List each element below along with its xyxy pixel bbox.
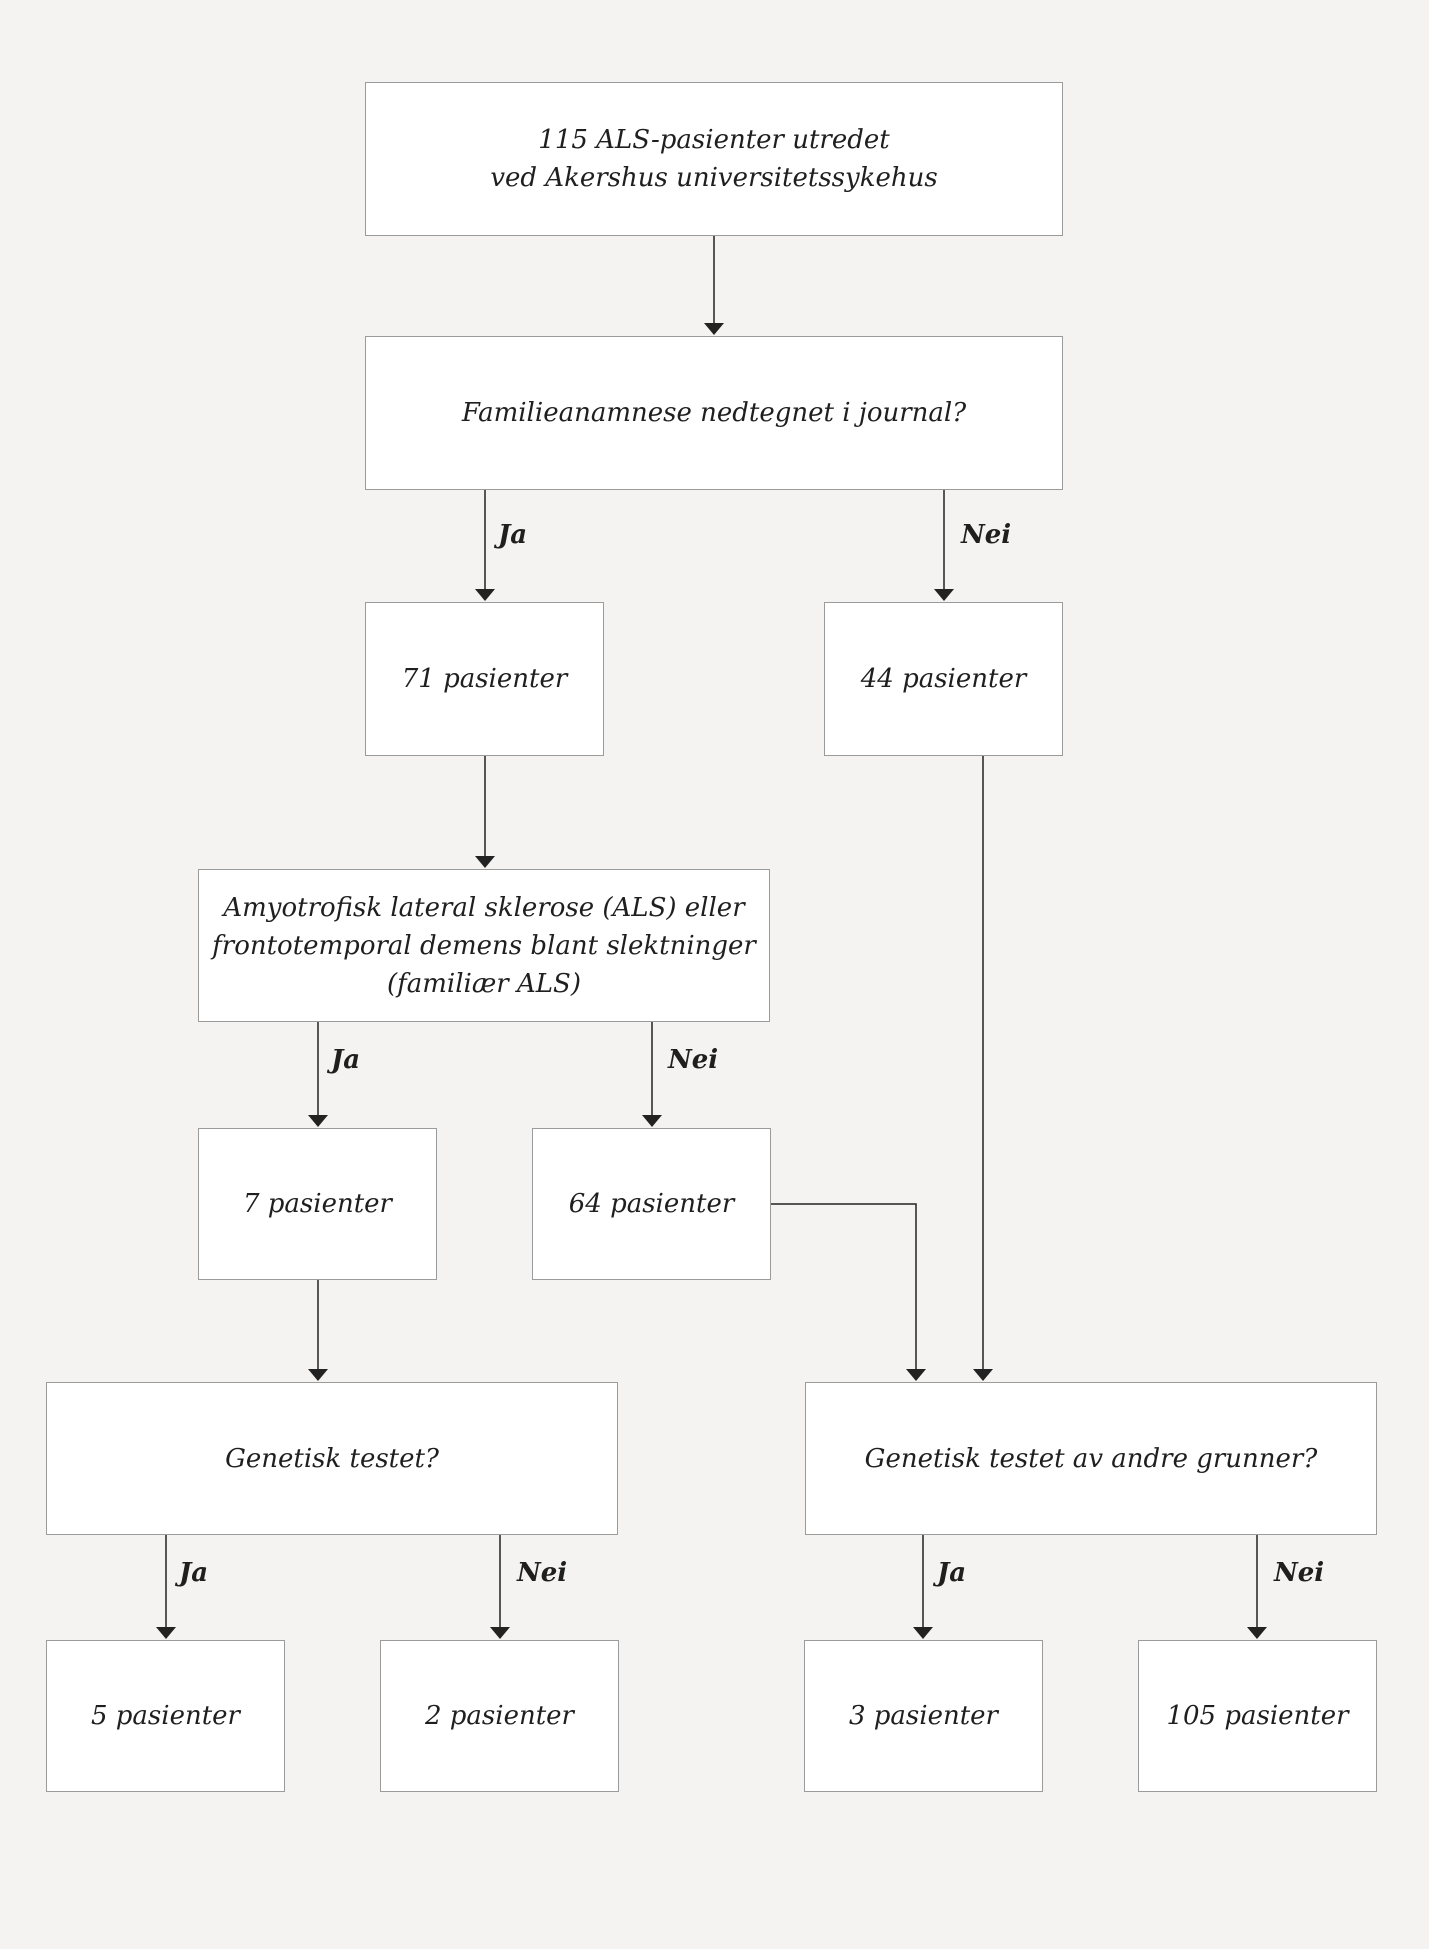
edge-label-family-no: Nei [961,520,1012,550]
edge-label-gen-no: Nei [517,1558,568,1588]
genetic-test-other-question: Genetisk testet av andre grunner? [864,1443,1318,1474]
edge-label-family-yes: Ja [498,520,528,550]
edge-label-als-yes: Ja [331,1045,361,1075]
count-105-box: 105 pasienter [1138,1640,1377,1792]
count-64-box: 64 pasienter [532,1128,771,1280]
genetic-test-other-question-box: Genetisk testet av andre grunner? [805,1382,1377,1535]
count-7-box: 7 pasienter [198,1128,437,1280]
count-71-box: 71 pasienter [365,602,604,756]
count-2-label: 2 pasienter [424,1701,574,1731]
count-105-label: 105 pasienter [1166,1701,1349,1731]
family-history-question: Familieanamnese nedtegnet i journal? [461,398,967,428]
edge-label-gen-other-no: Nei [1274,1558,1325,1588]
genetic-test-question-box: Genetisk testet? [46,1382,618,1535]
root-line-1: 115 ALS-pasienter utredet [538,125,890,155]
genetic-test-question: Genetisk testet? [225,1443,439,1474]
als-question-line-1: Amyotrofisk lateral sklerose (ALS) eller [223,892,745,923]
count-44-box: 44 pasienter [824,602,1063,756]
family-history-question-box: Familieanamnese nedtegnet i journal? [365,336,1063,490]
count-64-label: 64 pasienter [568,1189,735,1219]
count-3-box: 3 pasienter [804,1640,1043,1792]
count-2-box: 2 pasienter [380,1640,619,1792]
root-line-2: ved Akershus universitetssykehus [490,163,938,193]
count-71-label: 71 pasienter [401,664,568,694]
arrow-64-to-gen-other [771,1203,926,1381]
root-box: 115 ALS-pasienter utredet ved Akershus u… [365,82,1063,236]
count-3-label: 3 pasienter [848,1701,998,1731]
count-5-box: 5 pasienter [46,1640,285,1792]
edge-label-als-no: Nei [668,1045,719,1075]
count-44-label: 44 pasienter [860,664,1027,694]
als-question-line-3: (familiær ALS) [387,968,581,999]
als-question-line-2: frontotemporal demens blant slektninger [212,930,756,961]
als-relatives-question-box: Amyotrofisk lateral sklerose (ALS) eller… [198,869,770,1022]
edge-label-gen-other-yes: Ja [937,1558,967,1588]
count-7-label: 7 pasienter [242,1189,392,1219]
count-5-label: 5 pasienter [90,1701,240,1731]
edge-label-gen-yes: Ja [179,1558,209,1588]
